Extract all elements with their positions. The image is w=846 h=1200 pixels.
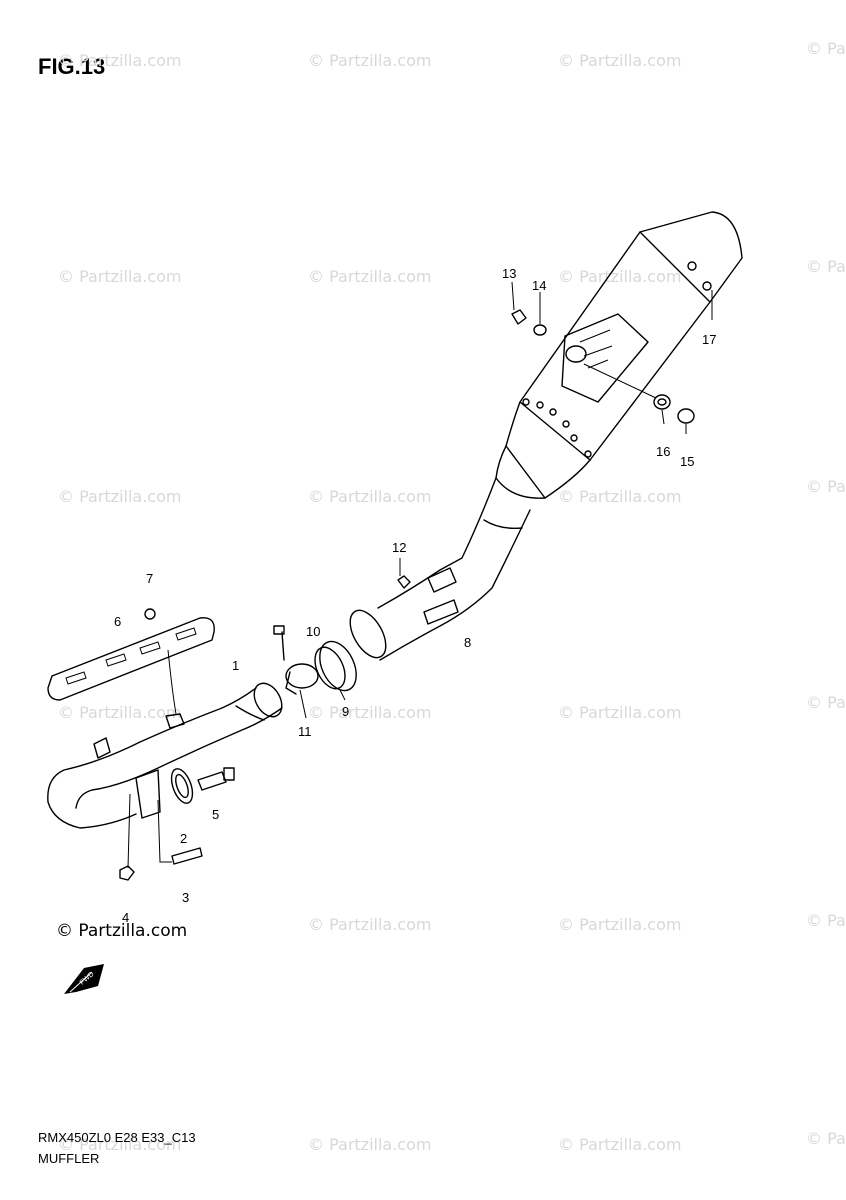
watermark: © Partzilla.com (58, 703, 181, 722)
callout-6: 6 (114, 614, 121, 629)
callout-9: 9 (342, 704, 349, 719)
watermark: © Partzilla.com (806, 39, 846, 58)
watermark: © Partzilla.com (58, 267, 181, 286)
callout-labels: 1 2 3 4 5 6 7 8 9 10 11 12 13 14 15 16 1… (114, 266, 716, 925)
callout-5: 5 (212, 807, 219, 822)
watermark: © Partzilla.com (308, 267, 431, 286)
watermark: © Partzilla.com (308, 915, 431, 934)
watermark: © Partzilla.com (308, 703, 431, 722)
watermark-grid: © Partzilla.com © Partzilla.com © Partzi… (58, 39, 846, 1154)
muffler-body (495, 211, 743, 499)
forward-direction-arrow: FWD (64, 964, 104, 994)
callout-4: 4 (122, 910, 129, 925)
watermark: © Partzilla.com (806, 257, 846, 276)
watermark: © Partzilla.com (558, 1135, 681, 1154)
watermark: © Partzilla.com (558, 51, 681, 70)
callout-12: 12 (392, 540, 406, 555)
model-code: RMX450ZL0 E28 E33_C13 (38, 1130, 196, 1145)
callout-3: 3 (182, 890, 189, 905)
callout-13: 13 (502, 266, 516, 281)
callout-17: 17 (702, 332, 716, 347)
copyright-notice: © Partzilla.com (56, 921, 187, 941)
callout-15: 15 (680, 454, 694, 469)
callout-1: 1 (232, 658, 239, 673)
watermark: © Partzilla.com (308, 1135, 431, 1154)
watermark: © Partzilla.com (806, 911, 846, 930)
rear-exhaust-pipe (349, 477, 531, 661)
watermark: © Partzilla.com (558, 487, 681, 506)
watermark: © Partzilla.com (558, 915, 681, 934)
figure-title: FIG.13 (38, 54, 106, 79)
watermark: © Partzilla.com (806, 1129, 846, 1148)
callout-14: 14 (532, 278, 546, 293)
gasket-and-fasteners (119, 767, 235, 881)
watermark: © Partzilla.com (558, 703, 681, 722)
watermark: © Partzilla.com (58, 1135, 181, 1154)
callout-16: 16 (656, 444, 670, 459)
callout-2: 2 (180, 831, 187, 846)
callout-11: 11 (298, 724, 312, 739)
callout-8: 8 (464, 635, 471, 650)
watermark: © Partzilla.com (308, 487, 431, 506)
callout-7: 7 (146, 571, 153, 586)
watermark: © Partzilla.com (806, 477, 846, 496)
watermark: © Partzilla.com (558, 267, 681, 286)
watermark: © Partzilla.com (806, 693, 846, 712)
watermark: © Partzilla.com (308, 51, 431, 70)
watermark: © Partzilla.com (58, 51, 181, 70)
section-name: MUFFLER (38, 1151, 100, 1166)
clamp-parts (273, 625, 357, 719)
mount-hardware (397, 281, 713, 589)
watermark: © Partzilla.com (58, 487, 181, 506)
front-exhaust-pipe (47, 682, 283, 829)
callout-10: 10 (306, 624, 320, 639)
heat-guard (47, 608, 215, 715)
